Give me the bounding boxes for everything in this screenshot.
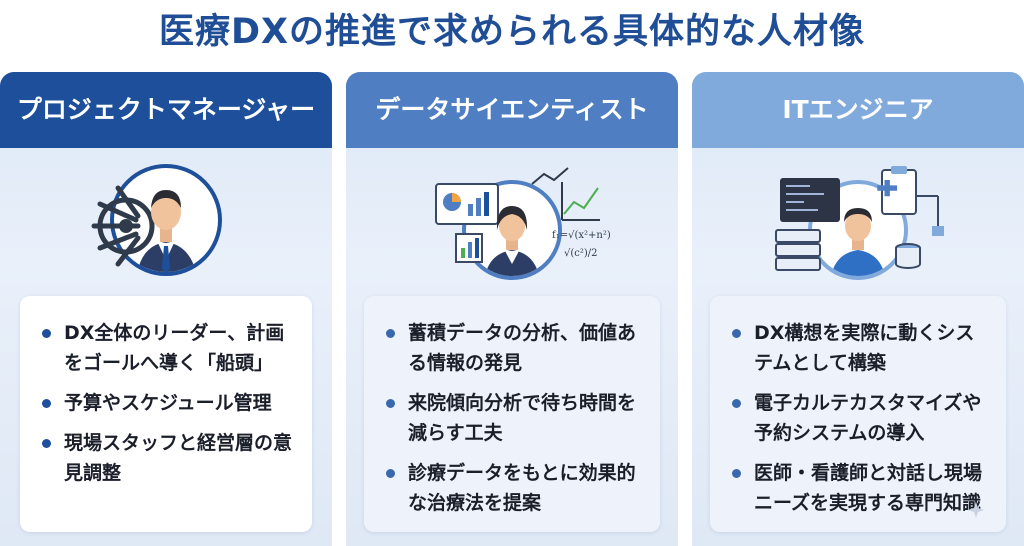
list-item: DX全体のリーダー、計画をゴールへ導く「船頭」: [42, 318, 296, 378]
list-item: 診療データをもとに効果的な治療法を提案: [386, 458, 644, 518]
role-panel-it-engineer: ITエンジニア DX構想を実際に動くシステムとして構築: [692, 72, 1024, 546]
list-item: 現場スタッフと経営層の意見調整: [42, 428, 296, 488]
role-panel-data-scientist: データサイエンティスト f₁=√(x²+n²) √(c²)/2 蓄積データの分析…: [346, 72, 678, 546]
role-description-card: 蓄積データの分析、価値ある情報の発見 来院傾向分析で待ち時間を減らす工夫 診療デ…: [364, 296, 660, 532]
list-item: 電子カルテカスタマイズや予約システムの導入: [732, 388, 990, 448]
role-panel-project-manager: プロジェクトマネージャー DX全体のリーダー、計画をゴールへ導く「船頭」 予算や…: [0, 72, 332, 546]
role-description-card: DX構想を実際に動くシステムとして構築 電子カルテカスタマイズや予約システムの導…: [710, 296, 1006, 532]
bullet-list: DX構想を実際に動くシステムとして構築 電子カルテカスタマイズや予約システムの導…: [710, 296, 1006, 518]
bullet-dot-icon: [732, 399, 741, 408]
ship-wheel-manager-icon: [91, 164, 222, 276]
sparkle-icon: [968, 502, 984, 518]
bullet-list: 蓄積データの分析、価値ある情報の発見 来院傾向分析で待ち時間を減らす工夫 診療デ…: [364, 296, 660, 518]
server-engineer-icon: [775, 166, 944, 280]
role-title: ITエンジニア: [692, 72, 1024, 148]
bullet-dot-icon: [42, 399, 51, 408]
page-title: 医療DXの推進で求められる具体的な人材像: [158, 12, 866, 52]
bullet-dot-icon: [732, 329, 741, 338]
bullet-dot-icon: [732, 469, 741, 478]
bullet-dot-icon: [42, 439, 51, 448]
list-item: 予算やスケジュール管理: [42, 388, 296, 418]
data-analytics-scientist-icon: f₁=√(x²+n²) √(c²)/2: [435, 167, 611, 280]
bullet-dot-icon: [42, 329, 51, 338]
bullet-list: DX全体のリーダー、計画をゴールへ導く「船頭」 予算やスケジュール管理 現場スタ…: [20, 296, 312, 488]
list-item: 来院傾向分析で待ち時間を減らす工夫: [386, 388, 644, 448]
bullet-dot-icon: [386, 399, 395, 408]
bullet-dot-icon: [386, 329, 395, 338]
list-item: 蓄積データの分析、価値ある情報の発見: [386, 318, 644, 378]
svg-text:√(c²)/2: √(c²)/2: [564, 248, 598, 259]
svg-text:f₁=√(x²+n²): f₁=√(x²+n²): [552, 230, 611, 241]
role-title: プロジェクトマネージャー: [0, 72, 332, 148]
list-item: 医師・看護師と対話し現場ニーズを実現する専門知識: [732, 458, 990, 518]
bullet-dot-icon: [386, 469, 395, 478]
role-description-card: DX全体のリーダー、計画をゴールへ導く「船頭」 予算やスケジュール管理 現場スタ…: [20, 296, 312, 532]
role-title: データサイエンティスト: [346, 72, 678, 148]
list-item: DX構想を実際に動くシステムとして構築: [732, 318, 990, 378]
